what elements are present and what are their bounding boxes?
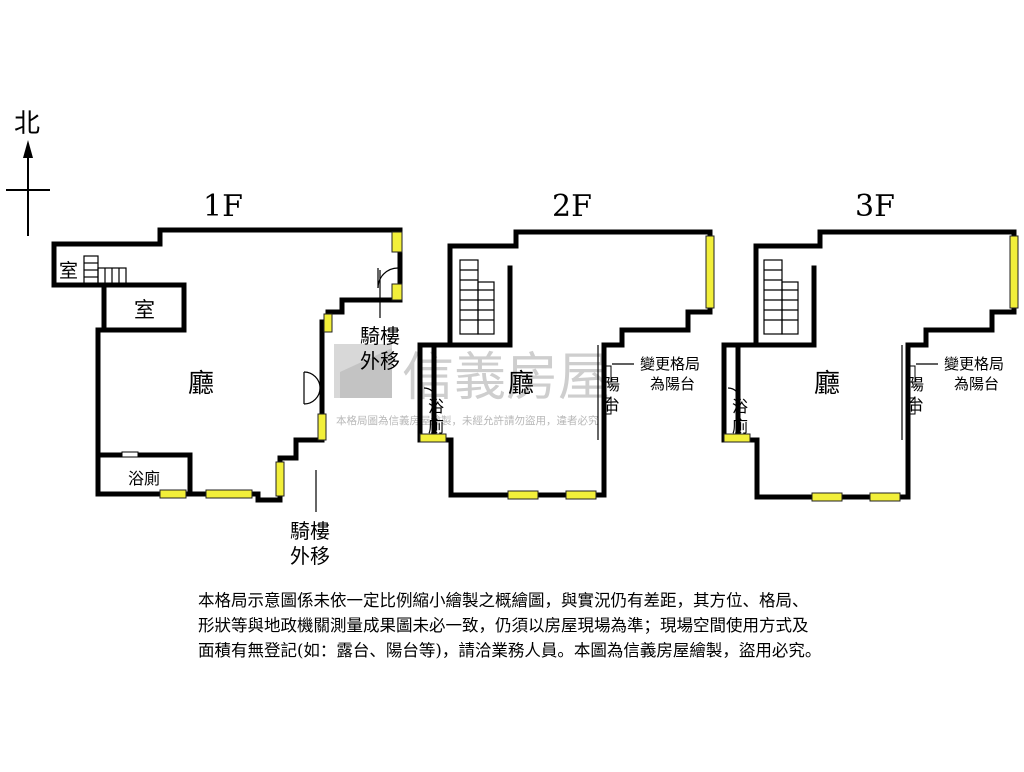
window: [419, 433, 447, 443]
window: [869, 492, 901, 502]
floor-3f-windows: [723, 235, 1019, 502]
window: [275, 461, 285, 497]
floor-1f-windows: [159, 231, 403, 499]
window: [317, 413, 327, 441]
floor-3f-balcony-line2: 台: [908, 395, 924, 414]
floor-1f-title: 1F: [203, 189, 243, 224]
floor-3f-bath-door: [727, 387, 741, 401]
floor-3f-bath-line1: 浴: [732, 397, 748, 416]
floor-2f-bath-line1: 浴: [428, 397, 444, 416]
floor-2f-stair-wall: [447, 265, 513, 348]
north-arrow-icon: [23, 140, 33, 158]
floor-2f-changed-line2: 為陽台: [650, 375, 695, 393]
floor-2f-bath-line2: 廁: [428, 417, 444, 436]
watermark-logo-shade: [340, 348, 392, 398]
floor-2f-balcony-line1: 陽: [604, 375, 620, 394]
floor-1f-hall: 廳: [188, 369, 214, 399]
floor-3f-bath-line2: 廁: [732, 417, 748, 436]
window: [391, 231, 403, 253]
disclaimer-line-3: 面積有無登記(如：露台、陽台等)，請洽業務人員。本圖為信義房屋繪製，盜用必究。: [198, 641, 822, 660]
window: [811, 492, 843, 502]
floor-3f-changed-line2: 為陽台: [954, 375, 999, 393]
floor-2f-changed-line1: 變更格局: [640, 355, 700, 373]
floor-1f-arcade-top-line1: 騎樓: [360, 324, 400, 348]
floor-2f-outer-wall: [417, 229, 713, 498]
window: [507, 490, 539, 500]
floor-3f-stair-wall: [753, 265, 817, 348]
disclaimer-line-1: 本格局示意圖係未依一定比例縮小繪製之概繪圖，與實況仍有差距，其方位、格局、: [198, 591, 809, 610]
floor-3f-title: 3F: [855, 189, 895, 224]
floor-2f-windows: [419, 235, 715, 500]
floor-2f-balcony-line2: 台: [604, 395, 620, 414]
floor-1f-room-a: 室: [59, 260, 78, 282]
watermark-brand: 信義房屋: [402, 348, 610, 408]
floor-1f-bath: 浴廁: [128, 469, 160, 488]
window: [205, 489, 253, 499]
window: [159, 489, 187, 499]
floor-3f-stairs: [763, 259, 799, 335]
floor-1f-arcade-top-line2: 外移: [360, 349, 400, 373]
north-label: 北: [14, 109, 40, 139]
floor-2f-bath-door: [423, 387, 437, 401]
floor-2f-title: 2F: [552, 189, 592, 224]
floor-1f-stairs: [83, 255, 127, 285]
floor-1f: 1F: [51, 189, 403, 568]
bath-door: [121, 451, 139, 458]
floor-1f-arcade-bottom-line2: 外移: [290, 544, 330, 568]
window: [723, 433, 751, 443]
floor-3f-hall: 廳: [814, 369, 840, 399]
watermark-notice: 本格局圖為信義房屋繪製，未經允許請勿盜用，違者必究: [336, 414, 599, 427]
floor-2f-balcony-openings: [605, 365, 612, 415]
floor-1f-arcade-bottom-line1: 騎樓: [290, 519, 330, 543]
floor-3f-balcony-openings: [909, 365, 916, 415]
floor-2f: 2F 廳 浴: [417, 189, 715, 500]
floor-1f-doors: [121, 267, 399, 458]
window: [391, 283, 403, 301]
disclaimer-text: 本格局示意圖係未依一定比例縮小繪製之概繪圖，與實況仍有差距，其方位、格局、 形狀…: [198, 588, 928, 663]
floor-3f-balcony-line1: 陽: [908, 375, 924, 394]
window: [565, 490, 597, 500]
floor-2f-hall: 廳: [508, 369, 534, 399]
window: [1009, 235, 1019, 309]
watermark: 信義房屋 本格局圖為信義房屋繪製，未經允許請勿盜用，違者必究: [334, 344, 610, 427]
door-swing: [303, 371, 321, 389]
window: [705, 235, 715, 309]
floor-1f-room-b-wall: [101, 282, 187, 333]
floor-3f: 3F 廳 浴 廁 陽 台 變: [721, 189, 1019, 502]
window: [323, 313, 333, 333]
disclaimer-line-2: 形狀等與地政機關測量成果圖未必一致，仍須以房屋現場為準；現場空間使用方式及: [198, 616, 809, 635]
floor-3f-outer-wall: [721, 229, 1017, 500]
compass: 北: [6, 109, 50, 236]
floor-2f-stairs: [459, 259, 495, 335]
floor-3f-changed-line1: 變更格局: [944, 355, 1004, 373]
floor-1f-room-b: 室: [134, 298, 155, 322]
